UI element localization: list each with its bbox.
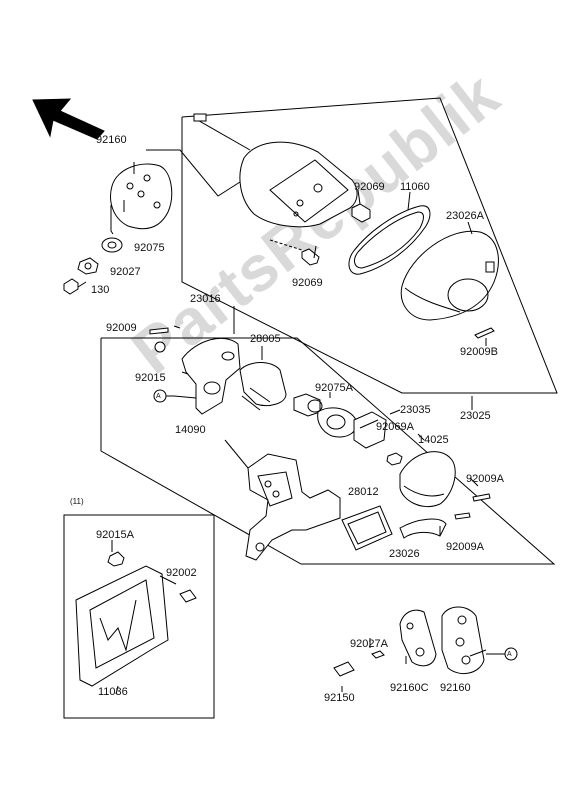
- part-label-92160-top: 92160: [96, 134, 127, 146]
- part-label-92027: 92027: [110, 266, 141, 278]
- part-label-92069A: 92069A: [376, 421, 414, 433]
- part-label-28005: 28005: [250, 333, 281, 345]
- group-marker: (11): [70, 497, 84, 506]
- part-label-28012: 28012: [348, 486, 379, 498]
- part-label-92069-b: 92069: [292, 277, 323, 289]
- part-label-92027A: 92027A: [350, 638, 388, 650]
- part-label-23035: 23035: [400, 404, 431, 416]
- tail-lamp-group-outline: [181, 97, 558, 394]
- part-label-92009B: 92009B: [460, 346, 498, 358]
- housing-group-outline: [100, 337, 556, 565]
- part-label-92075: 92075: [134, 242, 165, 254]
- plate-92160-drawing: [110, 163, 173, 230]
- part-label-11060: 11060: [400, 181, 430, 193]
- callout-a-left-label: A: [156, 393, 161, 400]
- tail-lamp-housing-drawing: [239, 141, 358, 228]
- part-label-92015A: 92015A: [96, 529, 134, 541]
- part-label-92069-a: 92069: [354, 181, 385, 193]
- bracket-23016-drawing: [181, 337, 241, 415]
- part-label-92015: 92015: [135, 372, 166, 384]
- part-label-92150: 92150: [324, 692, 355, 704]
- lens-23026A-drawing: [400, 230, 499, 321]
- part-label-92009A-b: 92009A: [446, 541, 484, 553]
- license-plate-group-outline: [63, 514, 215, 719]
- part-label-92160-bottom: 92160: [440, 682, 471, 694]
- part-label-23025: 23025: [460, 410, 491, 422]
- part-label-11036: 11036: [98, 686, 128, 698]
- part-label-92002: 92002: [166, 567, 197, 579]
- part-label-92009A-a: 92009A: [466, 473, 504, 485]
- part-label-23016: 23016: [190, 293, 221, 305]
- callout-a-right-label: A: [507, 651, 512, 658]
- license-bracket-14090-drawing: [245, 453, 341, 561]
- part-label-130: 130: [91, 284, 110, 296]
- part-label-23026A: 23026A: [446, 210, 484, 222]
- part-label-14025: 14025: [418, 434, 449, 446]
- part-label-92009: 92009: [106, 322, 137, 334]
- part-label-92160C: 92160C: [390, 682, 429, 694]
- license-plate-11036-drawing: [75, 565, 169, 687]
- direction-arrow-icon: [32, 98, 105, 140]
- part-label-92075A: 92075A: [315, 382, 353, 394]
- part-label-14090: 14090: [175, 424, 206, 436]
- part-label-23026: 23026: [389, 548, 420, 560]
